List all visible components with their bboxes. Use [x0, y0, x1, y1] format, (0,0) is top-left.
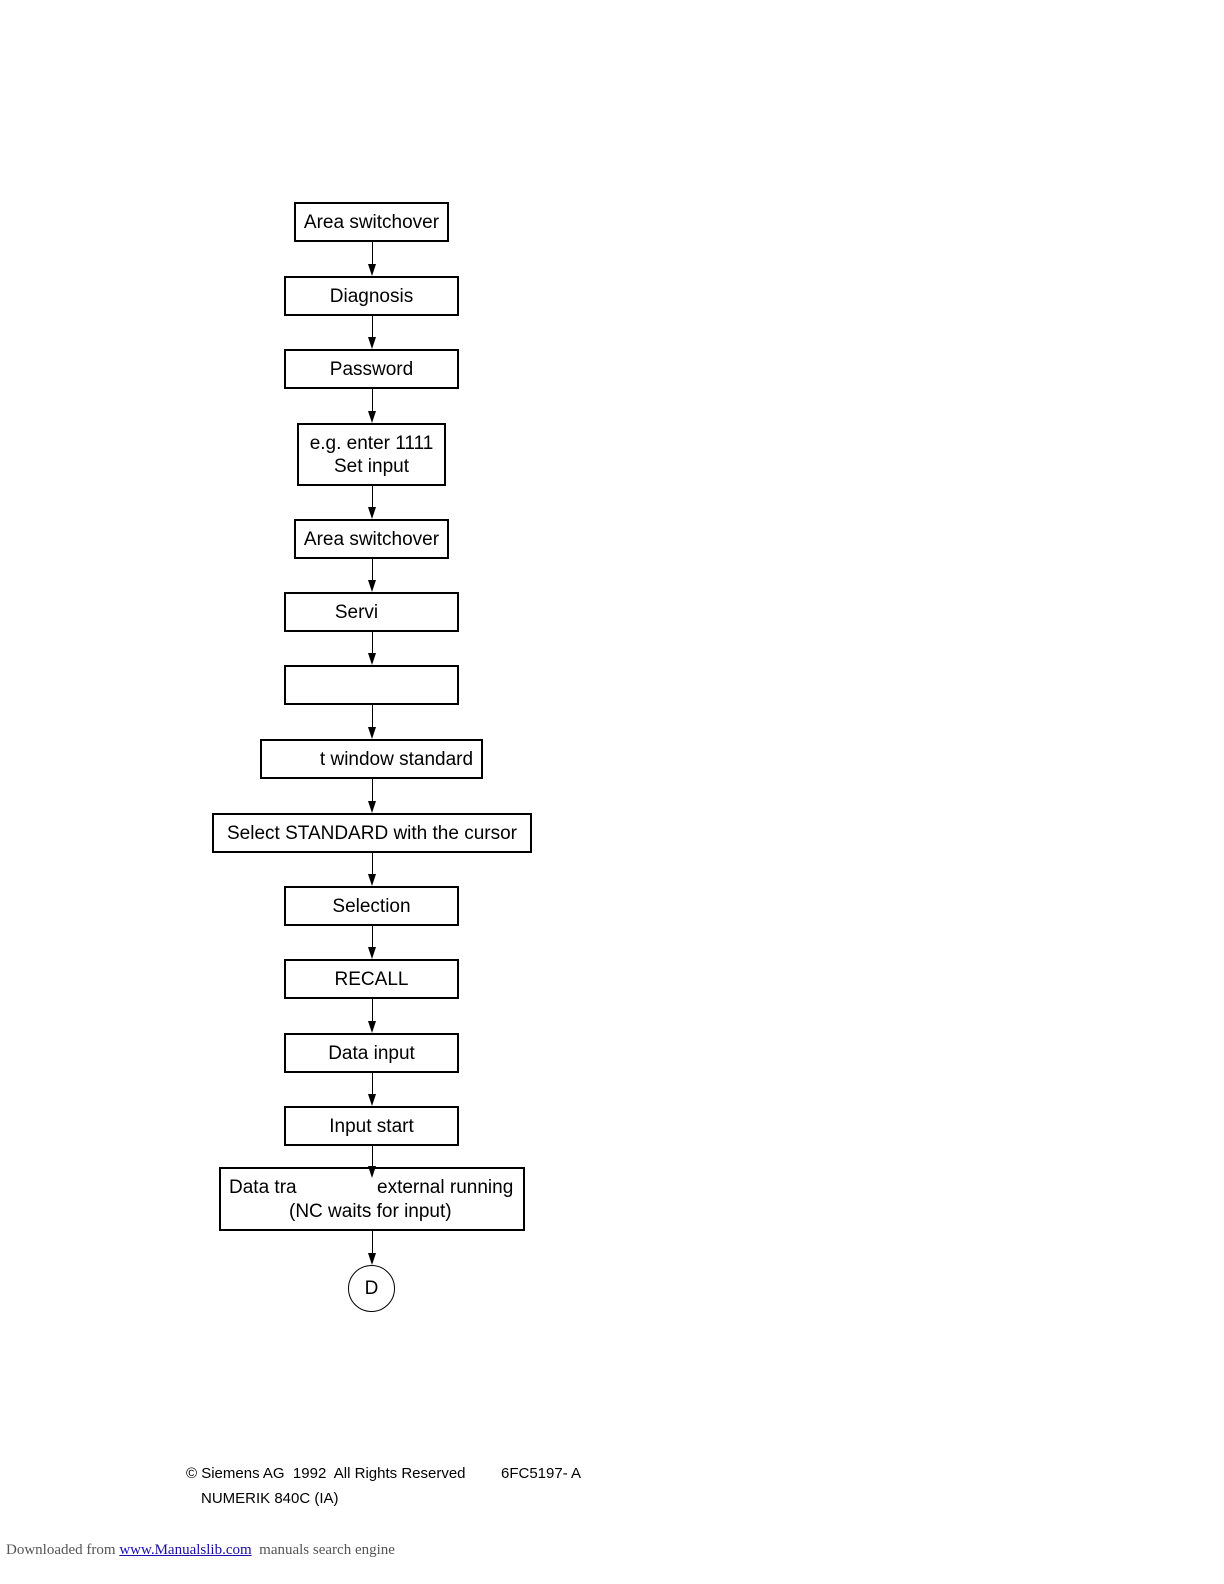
arrow-head	[368, 264, 376, 276]
arrow-head	[368, 580, 376, 592]
step-selection: Selection	[284, 886, 459, 926]
arrow-line	[372, 1146, 373, 1166]
step-label: Diagnosis	[329, 285, 414, 307]
step-label: Set input	[334, 455, 409, 477]
step-label: RECALL	[334, 968, 409, 990]
arrow-head	[368, 1094, 376, 1106]
step-blank	[284, 665, 459, 705]
arrow-head	[368, 653, 376, 665]
arrow-head	[368, 874, 376, 886]
step-label: Area switchover	[303, 211, 440, 233]
arrow-line	[372, 1231, 373, 1253]
step-window-standard: t window standard	[260, 739, 483, 779]
step-label: Area switchover	[303, 528, 440, 550]
step-diagnosis: Diagnosis	[284, 276, 459, 316]
step-label: Data tra	[229, 1177, 297, 1198]
arrow-head	[368, 947, 376, 959]
arrow-line	[372, 705, 373, 727]
step-label: Select STANDARD with the cursor	[226, 822, 517, 844]
footer-copyright: © Siemens AG 1992 All Rights Reserved	[186, 1465, 466, 1482]
arrow-line	[372, 926, 373, 947]
arrow-line	[372, 999, 373, 1021]
connector-circle: D	[348, 1265, 395, 1312]
footer-doc-number: 6FC5197- A	[501, 1465, 582, 1482]
step-area-switchover-1: Area switchover	[294, 202, 449, 242]
step-enter-password: e.g. enter 1111 Set input	[297, 423, 446, 486]
download-bar: Downloaded from www.Manualslib.com manua…	[6, 1542, 395, 1559]
step-label: Password	[329, 358, 414, 380]
arrow-line	[372, 389, 373, 411]
arrow-line	[372, 779, 373, 801]
arrow-head	[368, 507, 376, 519]
step-label: e.g. enter 1111	[309, 432, 434, 454]
arrow-head	[368, 411, 376, 423]
footer-product: NUMERIK 840C (IA)	[201, 1490, 339, 1507]
arrow-head	[368, 1021, 376, 1033]
step-label: (NC waits for input)	[289, 1201, 452, 1222]
connector-label: D	[364, 1277, 379, 1299]
arrow-line	[372, 632, 373, 653]
arrow-line	[372, 559, 373, 580]
step-services: Servi	[284, 592, 459, 632]
step-select-standard: Select STANDARD with the cursor	[212, 813, 532, 853]
step-label: Selection	[332, 895, 411, 917]
arrow-head	[368, 337, 376, 349]
download-prefix: Downloaded from	[6, 1542, 120, 1558]
step-input-start: Input start	[284, 1106, 459, 1146]
download-suffix: manuals search engine	[251, 1542, 395, 1558]
arrow-line	[372, 242, 373, 264]
step-data-input: Data input	[284, 1033, 459, 1073]
arrow-head	[368, 727, 376, 739]
step-label: external running	[377, 1177, 514, 1198]
step-label: Input start	[329, 1115, 414, 1137]
step-area-switchover-2: Area switchover	[294, 519, 449, 559]
step-password: Password	[284, 349, 459, 389]
step-label: t window standard	[319, 748, 474, 770]
arrow-head	[368, 801, 376, 813]
arrow-head	[368, 1253, 376, 1265]
step-label: Servi	[334, 601, 379, 623]
arrow-line	[372, 853, 373, 874]
step-recall: RECALL	[284, 959, 459, 999]
arrow-line	[372, 1073, 373, 1094]
arrow-head	[368, 1166, 376, 1178]
step-label: Data input	[328, 1042, 415, 1064]
arrow-line	[372, 486, 373, 507]
arrow-line	[372, 316, 373, 337]
manualslib-link[interactable]: www.Manualslib.com	[119, 1542, 252, 1558]
